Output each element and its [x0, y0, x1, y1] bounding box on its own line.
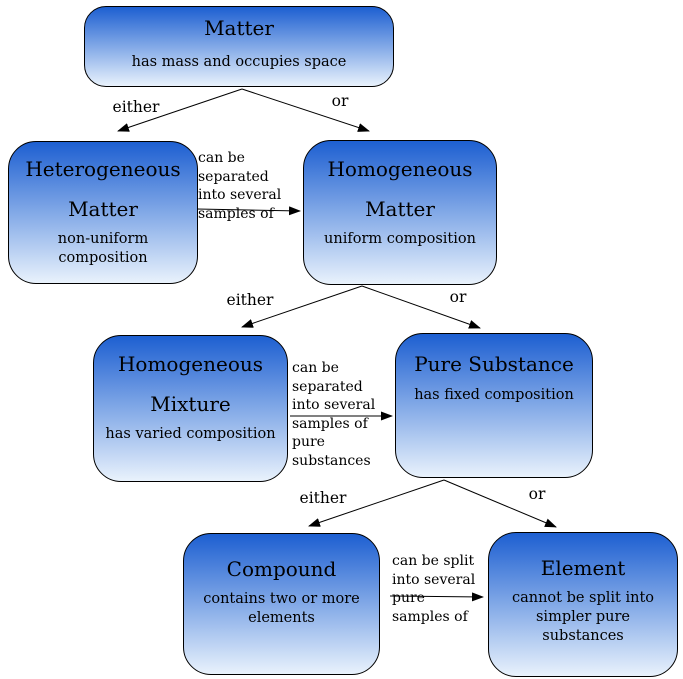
connector2-line4: samples of — [292, 415, 368, 432]
node-heterogeneous-title-line2: Matter — [68, 197, 138, 221]
connector1-line4: samples of — [198, 205, 274, 222]
node-pure-substance-subtitle: has fixed composition — [414, 387, 574, 403]
connector2-line2: separated — [292, 378, 363, 395]
node-homogeneous-mixture: Homogeneous Mixture has varied compositi… — [93, 335, 288, 482]
fork3-left-label: either — [299, 489, 347, 507]
node-compound: Compound contains two or more elements — [183, 533, 380, 675]
fork3-right-label: or — [528, 485, 546, 503]
connector1-text: can be separated into several samples of — [198, 149, 281, 223]
node-heterogeneous-title-line1: Heterogeneous — [25, 157, 181, 181]
node-pure-substance-title: Pure Substance — [414, 352, 574, 376]
connector3-line3: pure — [392, 590, 425, 606]
connector3-line2: into several — [392, 571, 476, 588]
node-homogeneous-matter: Homogeneous Matter uniform composition — [303, 140, 497, 285]
fork1-left-label: either — [112, 98, 160, 116]
connector3-line4: samples of — [392, 608, 468, 625]
connector1-line1: can be — [198, 150, 245, 166]
fork2-right-label: or — [449, 288, 467, 306]
connector2-line5: pure — [292, 434, 325, 450]
node-heterogeneous-subtitle: non-uniform composition — [57, 231, 149, 266]
connector3-text: can be split into several pure samples o… — [392, 552, 475, 626]
node-heterogeneous-matter: Heterogeneous Matter non-uniform composi… — [8, 141, 198, 284]
node-mixture-subtitle: has varied composition — [105, 426, 276, 442]
node-mixture-title-line1: Homogeneous — [117, 352, 264, 376]
connector1-line2: separated — [198, 168, 269, 185]
connector2-line6: substances — [292, 452, 371, 469]
fork1-right-label: or — [331, 92, 349, 110]
fork2-left-label: either — [226, 291, 274, 309]
node-element-subtitle: cannot be split into simpler pure substa… — [511, 590, 655, 644]
node-homogeneous-title-line1: Homogeneous — [327, 157, 473, 181]
node-matter: Matter has mass and occupies space — [84, 6, 394, 87]
node-mixture-title-line2: Mixture — [150, 392, 231, 416]
node-element-title: Element — [540, 556, 626, 580]
connector2-line3: into several — [292, 397, 376, 413]
node-matter-title: Matter — [204, 16, 274, 40]
node-homogeneous-subtitle: uniform composition — [324, 231, 476, 247]
node-homogeneous-title-line2: Matter — [365, 197, 435, 221]
connector2-line1: can be — [292, 360, 339, 376]
connector3-line1: can be split — [392, 553, 475, 569]
connector1-line3: into several — [198, 187, 282, 203]
node-element: Element cannot be split into simpler pur… — [488, 532, 678, 677]
fork1-right-arrow — [241, 88, 370, 132]
node-pure-substance: Pure Substance has fixed composition — [395, 333, 593, 478]
node-matter-subtitle: has mass and occupies space — [131, 54, 347, 70]
connector2-text: can be separated into several samples of… — [292, 359, 375, 470]
node-compound-title: Compound — [226, 557, 337, 581]
node-compound-subtitle: contains two or more elements — [203, 591, 360, 626]
